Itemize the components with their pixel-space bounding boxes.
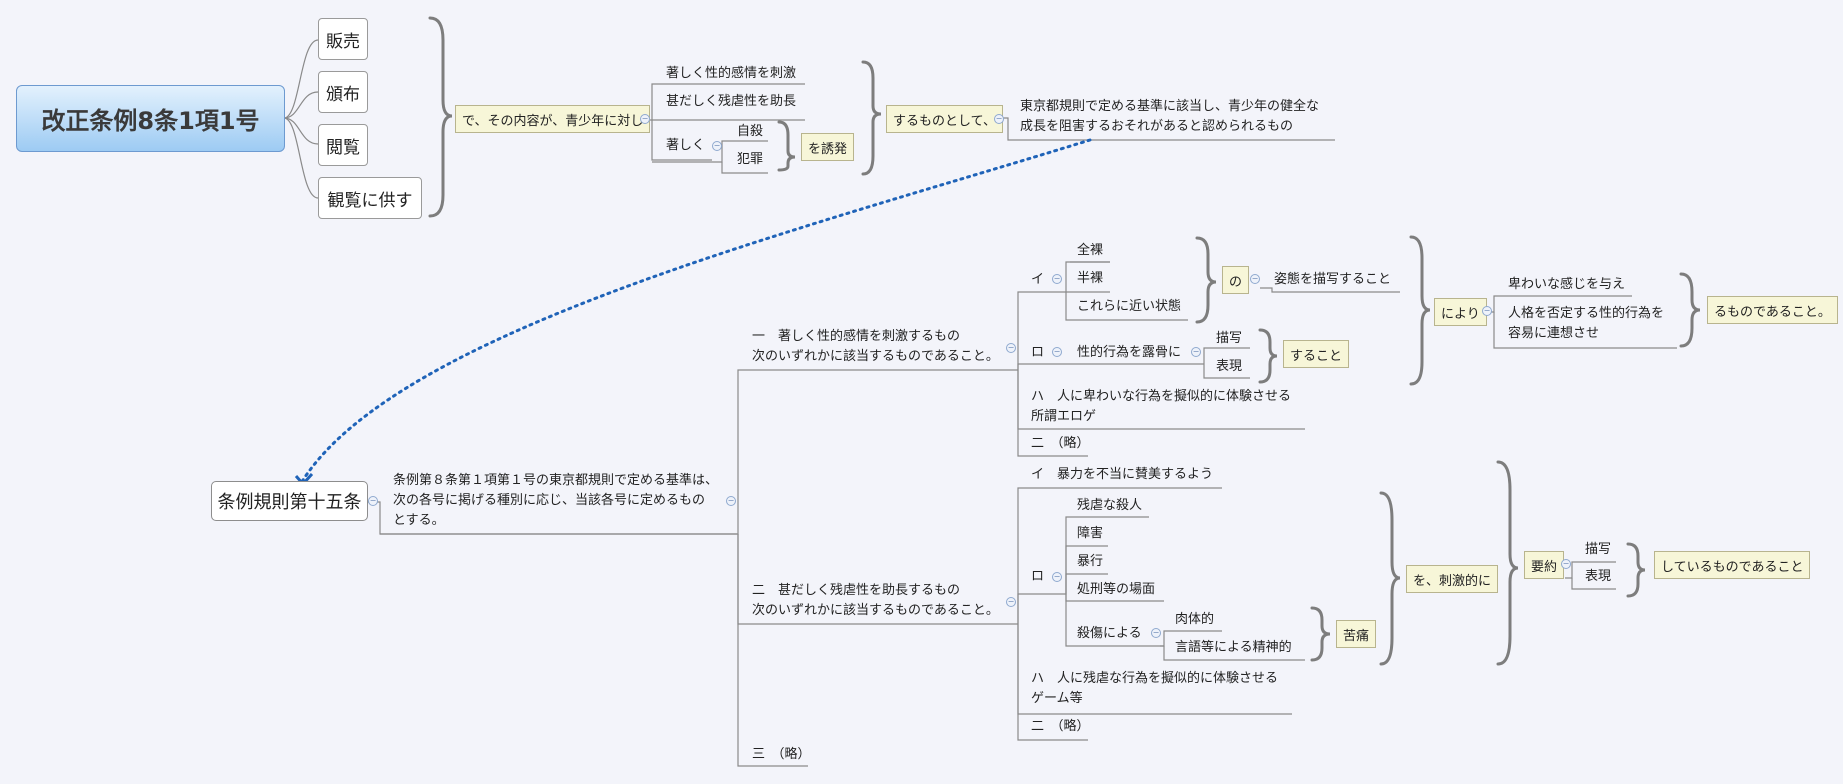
- sexual-ending-label: るものであること。: [1714, 304, 1831, 320]
- violent-murder: 残虐な殺人: [1077, 498, 1143, 513]
- collapse-icon[interactable]: −: [368, 496, 378, 506]
- root-topic[interactable]: 改正条例8条1項1号: [16, 85, 285, 152]
- violent-ro-label: ロ: [1031, 569, 1045, 584]
- violent-ni: 二 （略）: [1031, 719, 1090, 734]
- effect-suicide: 自殺: [737, 124, 764, 139]
- effect-degrading: 人格を否定する性的行為を 容易に連想させ: [1508, 306, 1665, 341]
- act-view-label: 閲覧: [326, 137, 360, 158]
- collapse-icon[interactable]: −: [1151, 628, 1161, 638]
- act-distribute-label: 頒布: [326, 84, 360, 105]
- criterion-text: 東京都規則で定める基準に該当し、青少年の健全な 成長を阻害するおそれがあると認め…: [1020, 99, 1320, 134]
- effect-sexual: 著しく性的感情を刺激: [666, 66, 797, 81]
- act-exhibit-label: 観覧に供す: [327, 190, 413, 211]
- violent-depict: 描写: [1585, 542, 1612, 557]
- violent-assault: 暴行: [1077, 554, 1104, 569]
- collapse-icon[interactable]: −: [1191, 347, 1201, 357]
- sexual-express: 表現: [1216, 359, 1243, 374]
- rule-title: 条例規則第十五条: [217, 492, 362, 513]
- collapse-icon[interactable]: −: [1052, 572, 1062, 582]
- pain-box[interactable]: 苦痛: [1336, 620, 1377, 648]
- collapse-icon[interactable]: −: [640, 114, 650, 124]
- collapse-icon[interactable]: −: [726, 496, 736, 506]
- collapse-icon[interactable]: −: [1006, 597, 1016, 607]
- act-sale-label: 販売: [326, 31, 360, 52]
- no-label: の: [1229, 274, 1243, 290]
- violent-ending-label: しているものであること: [1661, 559, 1804, 575]
- violent-ending-box[interactable]: しているものであること: [1654, 551, 1811, 579]
- nudity-semi: 半裸: [1077, 271, 1104, 286]
- youyaku-box[interactable]: 要約: [1524, 551, 1565, 579]
- effect-lewd: 卑わいな感じを与え: [1508, 277, 1626, 292]
- yori-label: により: [1441, 306, 1480, 322]
- youyaku-label: 要約: [1531, 559, 1558, 575]
- rule-text: 条例第８条第１項第１号の東京都規則で定める基準は、 次の各号に掲げる種別に応じ、…: [393, 473, 719, 528]
- violent-killing: 殺傷による: [1077, 626, 1142, 641]
- item-2-text: 二 甚だしく残虐性を助長するもの 次のいずれかに該当するものであること。: [752, 583, 999, 618]
- collapse-icon[interactable]: −: [1052, 347, 1062, 357]
- as-label: するものとして、: [893, 113, 996, 129]
- violent-express: 表現: [1585, 569, 1612, 584]
- item-1-text: 一 著しく性的感情を刺激するもの 次のいずれかに該当するものであること。: [752, 329, 999, 364]
- sexual-i-label: イ: [1031, 272, 1045, 287]
- yori-box[interactable]: により: [1434, 298, 1487, 326]
- effect-strongly: 著しく: [666, 138, 706, 153]
- act-exhibit[interactable]: 観覧に供す: [318, 177, 422, 219]
- content-box[interactable]: で、その内容が、青少年に対し: [455, 105, 651, 133]
- posture-text: 姿態を描写すること: [1274, 272, 1392, 287]
- as-box[interactable]: するものとして、: [886, 105, 1003, 133]
- collapse-icon[interactable]: −: [1052, 274, 1062, 284]
- induce-label: を誘発: [808, 141, 848, 157]
- nudity-full: 全裸: [1077, 243, 1104, 258]
- collapse-icon[interactable]: −: [1006, 343, 1016, 353]
- stimulus-label: を、刺激的に: [1413, 573, 1492, 589]
- violent-i: イ 暴力を不当に賛美するよう: [1031, 467, 1214, 482]
- item-3-text: 三 （略）: [752, 747, 811, 762]
- sexual-ending-box[interactable]: るものであること。: [1707, 296, 1838, 324]
- nudity-near: これらに近い状態: [1077, 299, 1182, 314]
- sexual-ro-label: ロ: [1031, 345, 1045, 360]
- collapse-icon[interactable]: −: [712, 141, 722, 151]
- stimulus-box[interactable]: を、刺激的に: [1406, 565, 1499, 593]
- sexual-ro-text: 性的行為を露骨に: [1077, 345, 1182, 360]
- root-title: 改正条例8条1項1号: [41, 107, 260, 135]
- effect-violent: 甚だしく残虐性を助長: [666, 94, 797, 109]
- act-view[interactable]: 閲覧: [318, 124, 368, 166]
- collapse-icon[interactable]: −: [1561, 559, 1571, 569]
- collapse-icon[interactable]: −: [1250, 274, 1260, 284]
- violent-ha: ハ 人に残虐な行為を擬似的に体験させる ゲーム等: [1031, 671, 1279, 706]
- act-sale[interactable]: 販売: [318, 18, 368, 60]
- suru-label: すること: [1290, 348, 1343, 364]
- collapse-icon[interactable]: −: [994, 114, 1004, 124]
- sexual-ha: ハ 人に卑わいな行為を擬似的に体験させる 所謂エロゲ: [1031, 389, 1292, 424]
- sexual-ni: 二 （略）: [1031, 436, 1090, 451]
- rule-title-box[interactable]: 条例規則第十五条: [211, 481, 368, 521]
- violent-injury: 障害: [1077, 526, 1104, 541]
- effect-crime: 犯罪: [737, 152, 764, 167]
- pain-label: 苦痛: [1343, 628, 1370, 644]
- suru-box[interactable]: すること: [1283, 340, 1350, 368]
- act-distribute[interactable]: 頒布: [318, 71, 368, 113]
- pain-mental: 言語等による精神的: [1175, 640, 1292, 655]
- induce-box[interactable]: を誘発: [801, 133, 855, 161]
- collapse-icon[interactable]: −: [1482, 306, 1492, 316]
- violent-execution: 処刑等の場面: [1077, 582, 1156, 597]
- no-box[interactable]: の: [1222, 266, 1250, 294]
- pain-physical: 肉体的: [1175, 612, 1215, 627]
- content-box-label: で、その内容が、青少年に対し: [462, 113, 644, 129]
- sexual-depict: 描写: [1216, 331, 1243, 346]
